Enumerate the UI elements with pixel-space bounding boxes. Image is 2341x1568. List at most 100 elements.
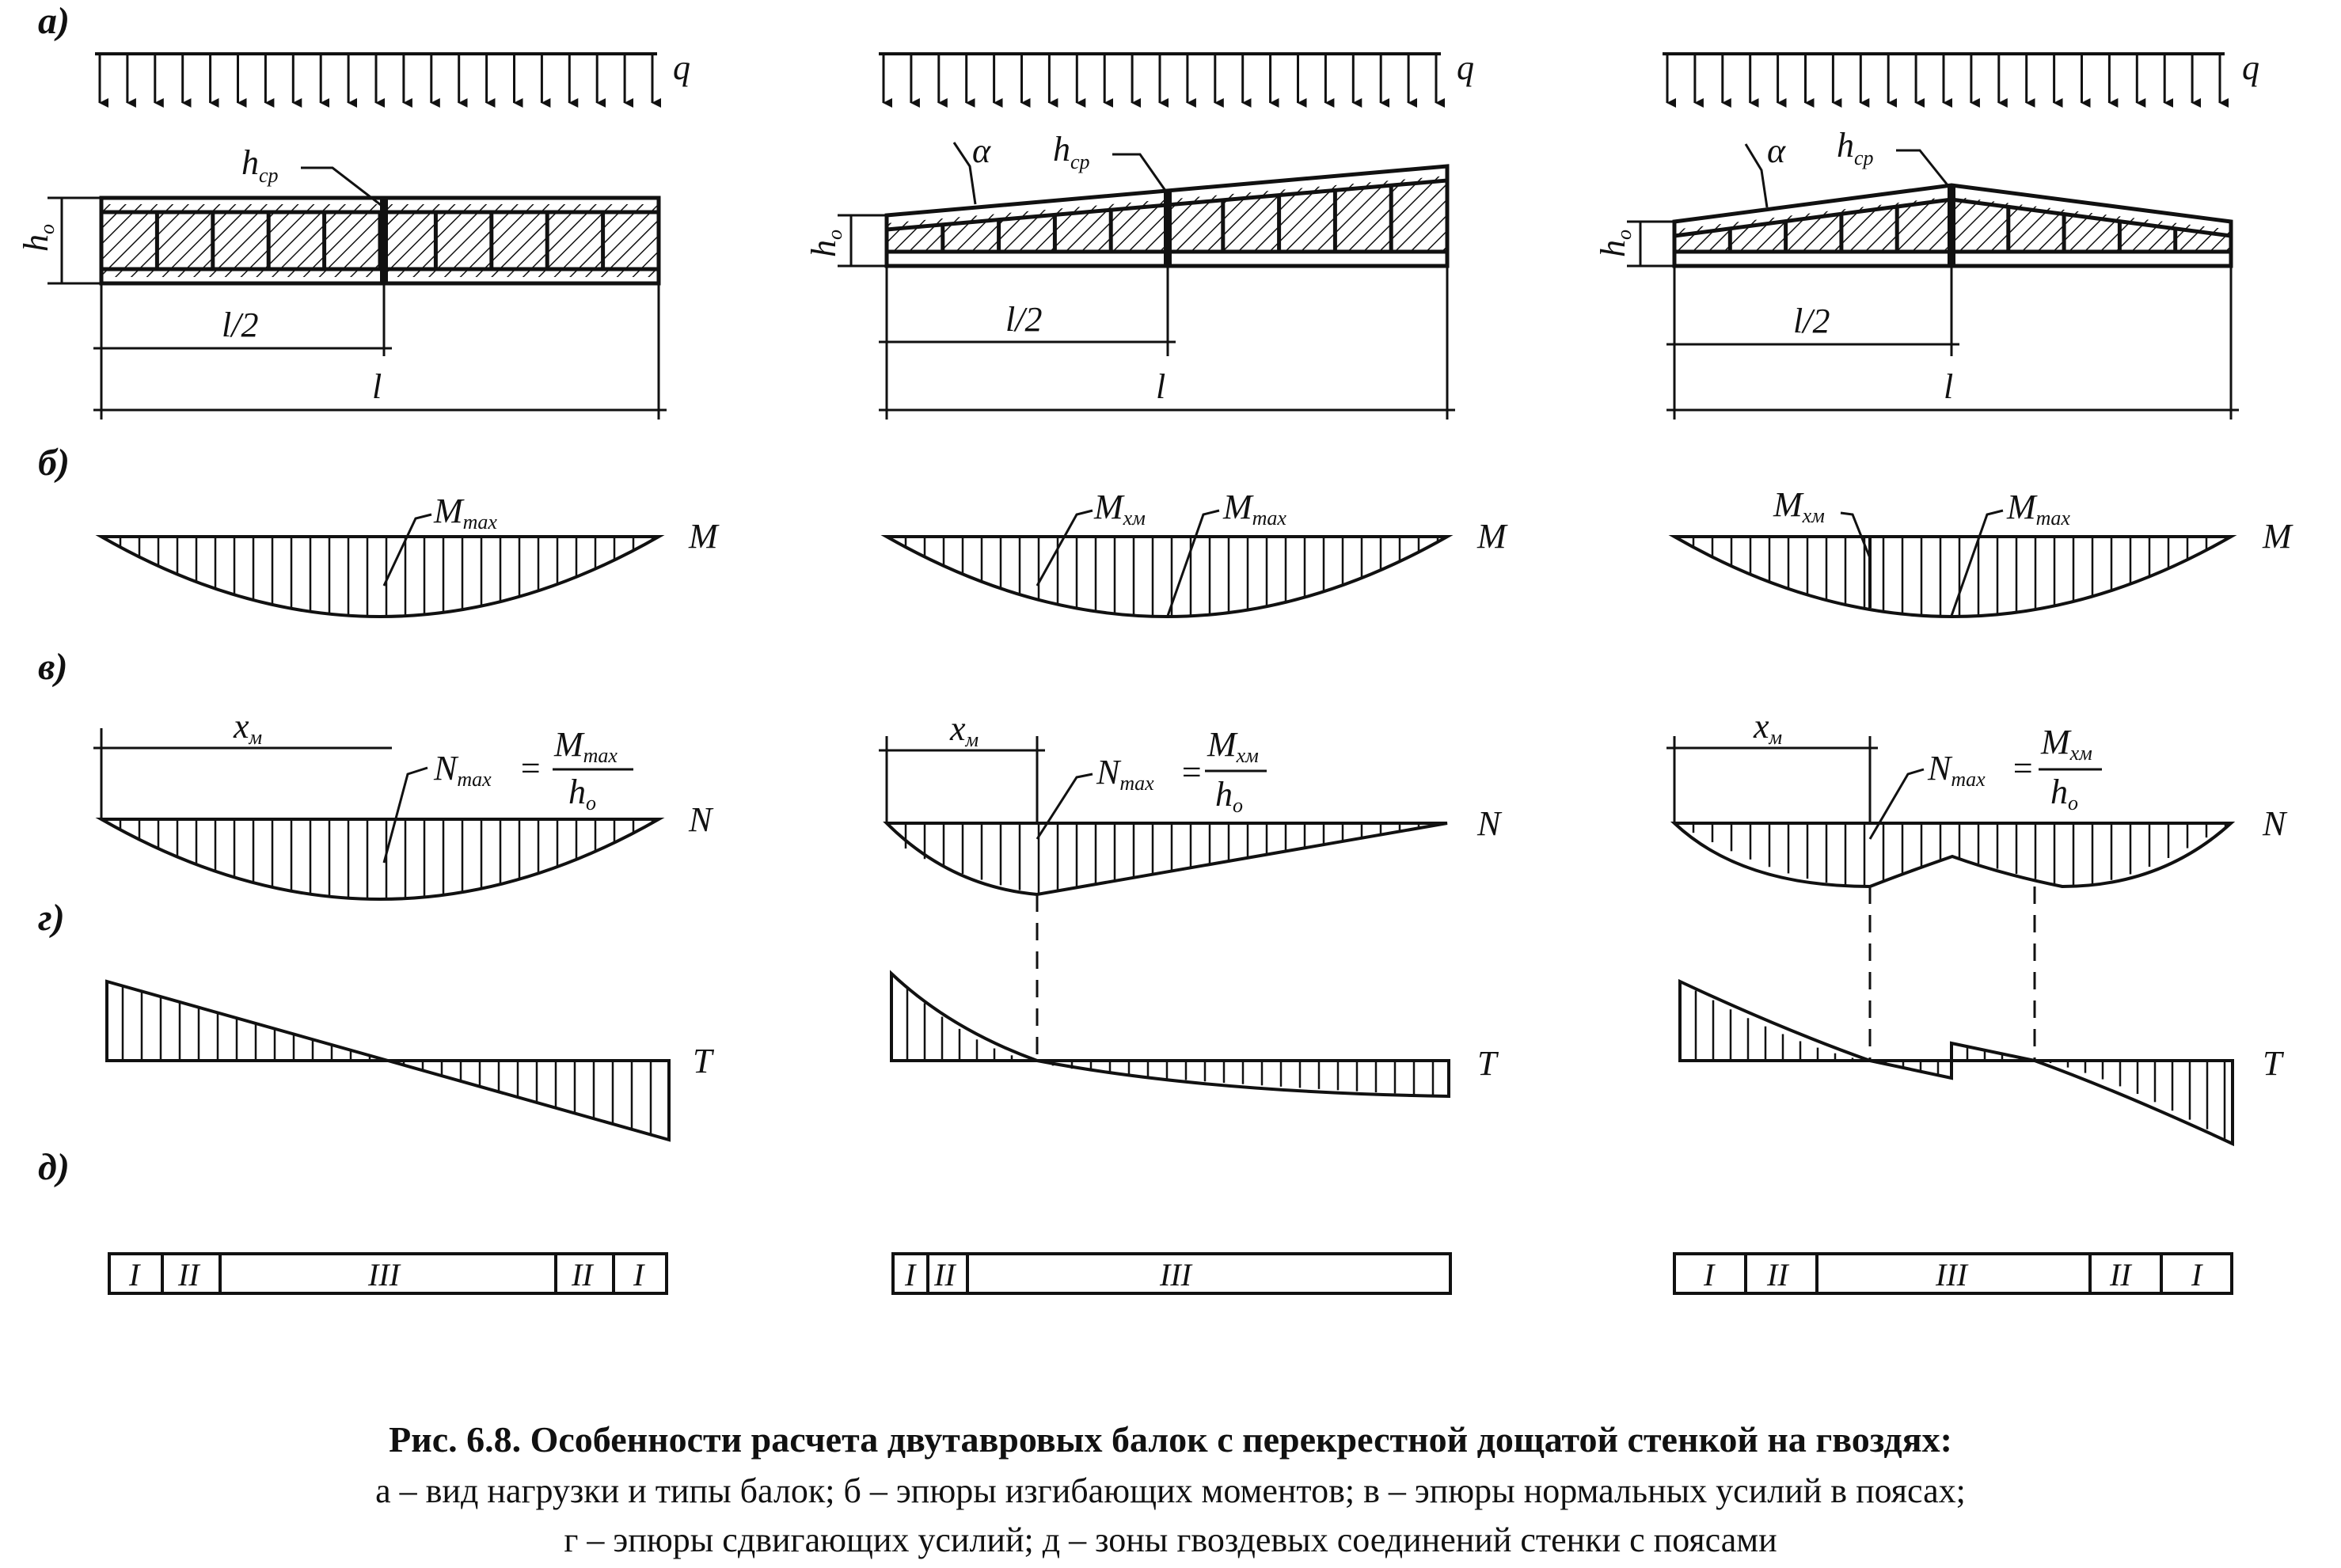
half-span-label-3: l/2 (1793, 302, 1830, 340)
beam-2-group: q ho α hср l/2 (804, 48, 1508, 1295)
mmax-label-2: M (1222, 488, 1254, 526)
span-label-2: l (1156, 367, 1165, 406)
beam-1-elevation (99, 196, 661, 286)
svg-text:xм: xм (233, 707, 262, 749)
h0-label-2: h (804, 240, 843, 257)
svg-text:Mmax: Mmax (433, 492, 497, 533)
svg-text:Nmax: Nmax (1927, 749, 1986, 791)
panel-label-d: д) (38, 1146, 70, 1188)
equals-2: = (1180, 753, 1203, 792)
figure-caption-title: Рис. 6.8. Особенности расчета двутавровы… (389, 1419, 1952, 1460)
moment-axis-label-3: M (2262, 517, 2293, 556)
half-span-label-2: l/2 (1005, 300, 1042, 339)
h0-label-1: h (17, 234, 55, 252)
svg-text:xм: xм (949, 709, 979, 751)
shear-axis-label-2: T (1477, 1044, 1499, 1083)
normal-axis-label-3: N (2262, 804, 2288, 843)
svg-text:ho: ho (1594, 230, 1636, 257)
mmax-sub-2: max (1252, 507, 1287, 530)
zone-3-3: III (1935, 1257, 1969, 1293)
hcp-sub-2: ср (1070, 150, 1090, 173)
equals-1: = (519, 749, 542, 788)
span-label-1: l (372, 367, 382, 406)
nmax-sub-1: max (457, 768, 492, 791)
figure-caption-line-3: г – эпюры сдвигающих усилий; д – зоны гв… (564, 1521, 1777, 1559)
span-dimensions-3: l/2 l (1666, 266, 2239, 420)
frac-den-sub-3: o (2068, 792, 2078, 814)
beam-3-group: q ho α hср l/2 (1594, 48, 2293, 1295)
nmax-label-3: N (1927, 749, 1953, 788)
load-diagram-1: q (95, 48, 690, 108)
alpha-label-2: α (972, 131, 991, 170)
hcp-sub-1: ср (259, 164, 279, 187)
shear-axis-label-3: T (2263, 1044, 2285, 1083)
mmax-sub-3: max (2036, 507, 2071, 530)
hcp-label-2: h (1053, 130, 1070, 169)
zone-1-2: II (177, 1257, 200, 1293)
nmax-sub-2: max (1119, 772, 1154, 795)
equals-3: = (2011, 749, 2035, 788)
nail-zones-1: I II III II I (108, 1252, 668, 1295)
svg-text:ho: ho (1215, 775, 1243, 817)
zone-2-3: III (1159, 1257, 1193, 1293)
load-diagram-3: q (1663, 48, 2259, 108)
alpha-leader-3: α (1744, 131, 1786, 208)
shear-diagram-1: T (105, 979, 715, 1142)
load-label-3: q (2242, 48, 2259, 87)
svg-text:Mmax: Mmax (1222, 488, 1286, 530)
mxm-label-2: M (1093, 488, 1125, 526)
xm-sub-2: м (965, 728, 979, 751)
h0-dimension-3: ho (1594, 220, 1674, 268)
beam-1-group: q ho hср l/2 l (17, 48, 720, 1295)
svg-text:ho: ho (2050, 773, 2078, 814)
svg-text:hср: hср (1837, 126, 1874, 169)
moment-diagram-3: Mxм Mmax M (1668, 485, 2293, 618)
zone-3-5: I (2191, 1257, 2203, 1293)
h0-sub-2: o (823, 230, 846, 240)
frac-num-label-3: M (2040, 723, 2072, 761)
xm-sub-1: м (249, 726, 263, 749)
svg-text:Nmax: Nmax (1096, 753, 1154, 795)
normal-force-diagram-2: xм Nmax = Mxм ho N (879, 709, 1503, 1061)
svg-text:ho: ho (568, 773, 596, 814)
nail-zones-3: I II III II I (1673, 1252, 2233, 1295)
zone-1-3: III (367, 1257, 401, 1293)
figure-caption-line-2: а – вид нагрузки и типы балок; б – эпюры… (375, 1471, 1966, 1510)
xm-label-2: x (949, 709, 966, 748)
svg-text:Mxм: Mxм (2040, 723, 2092, 765)
xm-label-3: x (1753, 707, 1769, 746)
hcp-leader-3: hср (1837, 126, 1953, 191)
load-diagram-2: q (879, 48, 1474, 108)
frac-num-label-2: M (1207, 725, 1238, 764)
normal-axis-label-2: N (1476, 804, 1503, 843)
mmax-label-1: M (433, 492, 465, 530)
mmax-label-3: M (2006, 488, 2038, 526)
load-label-2: q (1457, 48, 1474, 87)
svg-text:Mxм: Mxм (1093, 488, 1146, 530)
svg-text:ho: ho (17, 224, 59, 252)
frac-num-sub-2: xм (1236, 744, 1259, 767)
normal-force-diagram-3: xм Nmax = Mxм ho N (1666, 707, 2288, 1061)
zone-1-1: I (128, 1257, 141, 1293)
beam-2-elevation (884, 164, 1450, 268)
alpha-leader-2: α (952, 131, 991, 205)
svg-text:Mmax: Mmax (2006, 488, 2070, 530)
alpha-label-3: α (1767, 131, 1786, 170)
frac-den-label-1: h (568, 773, 586, 811)
half-span-label-1: l/2 (222, 306, 258, 344)
zone-1-5: I (633, 1257, 645, 1293)
shear-diagram-2: T (890, 970, 1499, 1099)
normal-force-diagram-1: xм Nmax = Mmax ho N (93, 707, 714, 901)
normal-axis-label-1: N (688, 800, 714, 839)
h0-label-3: h (1594, 240, 1632, 257)
nmax-label-1: N (433, 749, 459, 788)
span-dimensions-2: l/2 l (879, 266, 1455, 420)
hcp-leader-2: hср (1053, 130, 1169, 195)
moment-axis-label-1: M (688, 517, 720, 556)
svg-text:Mxм: Mxм (1773, 485, 1825, 527)
svg-text:hср: hср (241, 143, 279, 187)
svg-text:hср: hср (1053, 130, 1090, 173)
frac-den-label-3: h (2050, 773, 2068, 811)
shear-axis-label-1: T (693, 1042, 715, 1080)
